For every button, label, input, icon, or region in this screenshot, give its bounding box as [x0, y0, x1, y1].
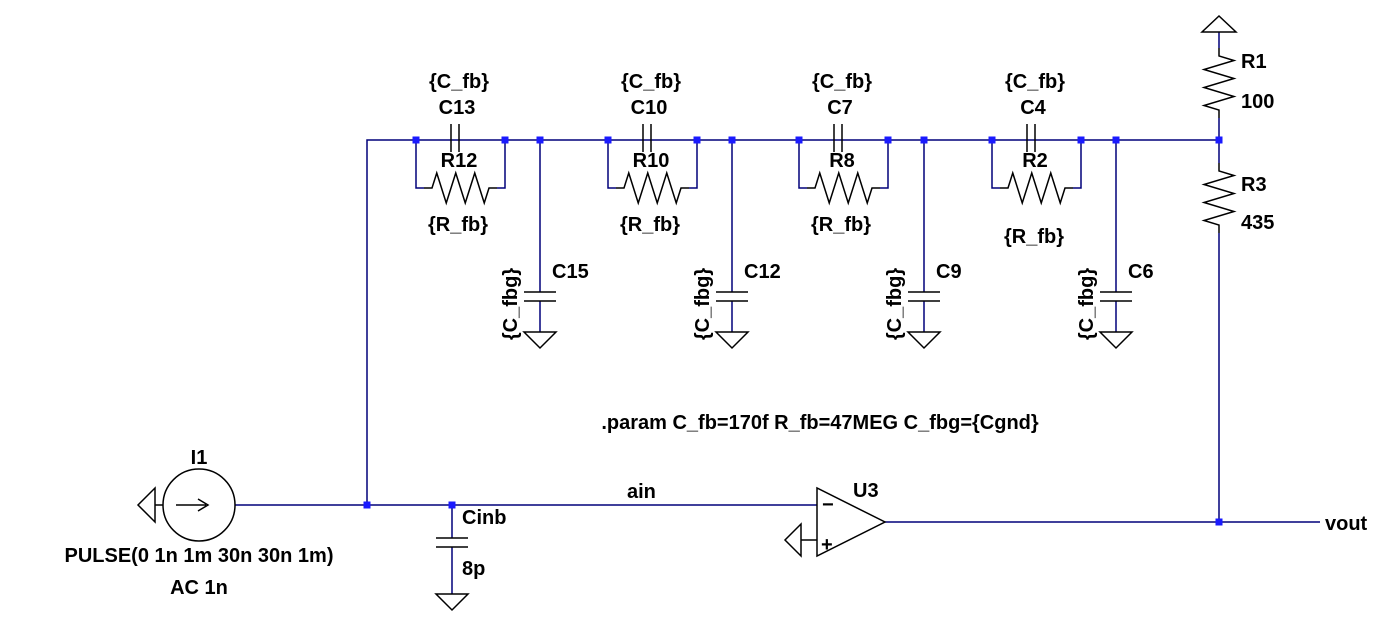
feedback-resistor-name: R2 — [1022, 150, 1048, 172]
current-source-value: PULSE(0 1n 1m 30n 30n 1m) — [65, 545, 334, 567]
junction-dot — [501, 136, 509, 144]
junction-dot — [884, 136, 892, 144]
feedback-resistor-r12 — [424, 170, 497, 206]
ground-symbol — [522, 331, 558, 350]
input-capacitor-name: Cinb — [462, 507, 506, 529]
current-source-ac-value: AC 1n — [170, 577, 228, 599]
ground-capacitor-c12 — [716, 291, 748, 302]
ground-capacitor-name: C12 — [744, 261, 781, 283]
resistor-loop-wire — [689, 140, 698, 189]
divider-resistor-r1 — [1201, 48, 1237, 118]
feedback-capacitor-c7 — [833, 124, 843, 152]
ground-capacitor-value: {C_fbg} — [692, 268, 714, 340]
feedback-capacitor-value: {C_fb} — [1005, 71, 1065, 93]
junction-dot — [1112, 136, 1120, 144]
junction-dot — [920, 136, 928, 144]
opamp-plus-sign: + — [821, 534, 833, 556]
net-label-ain: ain — [627, 481, 656, 503]
wires — [235, 32, 1320, 594]
input-capacitor-value: 8p — [462, 558, 485, 580]
net-label-vout: vout — [1325, 513, 1368, 535]
ground-capacitor-value: {C_fbg} — [1076, 268, 1098, 340]
junction-dot — [1215, 136, 1223, 144]
feedback-resistor-name: R8 — [829, 150, 855, 172]
input-capacitor-cinb — [436, 537, 468, 548]
feedback-resistor-value: {R_fb} — [1004, 226, 1064, 248]
supply-arrow-symbol — [1200, 14, 1238, 33]
feedback-capacitor-c4 — [1026, 124, 1036, 152]
junction-dot — [728, 136, 736, 144]
current-source-arrow — [176, 498, 210, 512]
ground-symbol — [1098, 331, 1134, 350]
opamp-minus-sign: − — [822, 494, 834, 516]
feedback-resistor-r2 — [1000, 170, 1073, 206]
opamp-u3-symbol — [816, 486, 887, 558]
feedback-resistor-value: {R_fb} — [811, 214, 871, 236]
feedback-resistor-name: R12 — [441, 150, 478, 172]
feedback-capacitor-value: {C_fb} — [429, 71, 489, 93]
feedback-capacitor-name: C13 — [439, 97, 476, 119]
opamp-ground-symbol — [783, 522, 817, 558]
resistor-loop-wire — [880, 140, 889, 189]
feedback-bus-wire — [366, 139, 1219, 505]
divider-resistor-r3-name: R3 — [1241, 174, 1267, 196]
resistor-loop-wire — [497, 140, 506, 189]
ground-capacitor-name: C6 — [1128, 261, 1154, 283]
junction-dot — [693, 136, 701, 144]
junction-dot — [536, 136, 544, 144]
junction-dot — [412, 136, 420, 144]
source-ground-symbol — [136, 486, 163, 524]
feedback-capacitor-name: C4 — [1020, 97, 1046, 119]
feedback-capacitor-c13 — [450, 124, 460, 152]
feedback-capacitor-value: {C_fb} — [812, 71, 872, 93]
junction-dot — [604, 136, 612, 144]
components — [136, 14, 1238, 612]
feedback-capacitor-c10 — [642, 124, 652, 152]
feedback-resistor-value: {R_fb} — [428, 214, 488, 236]
junction-dot — [448, 501, 456, 509]
feedback-resistor-r10 — [616, 170, 689, 206]
divider-resistor-r1-name: R1 — [1241, 51, 1267, 73]
ground-symbol — [714, 331, 750, 350]
resistor-loop-wire — [607, 140, 616, 189]
feedback-resistor-value: {R_fb} — [620, 214, 680, 236]
ground-capacitor-value: {C_fbg} — [884, 268, 906, 340]
junctions — [363, 136, 1223, 526]
junction-dot — [363, 501, 371, 509]
ground-symbol — [434, 593, 470, 612]
junction-dot — [795, 136, 803, 144]
feedback-resistor-name: R10 — [633, 150, 670, 172]
feedback-capacitor-value: {C_fb} — [621, 71, 681, 93]
ground-capacitor-c6 — [1100, 291, 1132, 302]
ground-capacitor-name: C15 — [552, 261, 589, 283]
ground-symbol — [906, 331, 942, 350]
feedback-capacitor-name: C7 — [827, 97, 853, 119]
ground-capacitor-c9 — [908, 291, 940, 302]
divider-resistor-r3-value: 435 — [1241, 212, 1274, 234]
resistor-loop-wire — [415, 140, 424, 189]
resistor-loop-wire — [798, 140, 807, 189]
ground-capacitor-c15 — [524, 291, 556, 302]
junction-dot — [988, 136, 996, 144]
junction-dot — [1215, 518, 1223, 526]
opamp-name: U3 — [853, 480, 879, 502]
spice-directive: .param C_fb=170f R_fb=47MEG C_fbg={Cgnd} — [601, 412, 1039, 434]
ground-capacitor-name: C9 — [936, 261, 962, 283]
junction-dot — [1077, 136, 1085, 144]
resistor-loop-wire — [1073, 140, 1082, 189]
current-source-name: I1 — [191, 447, 208, 469]
feedback-resistor-r8 — [807, 170, 880, 206]
divider-resistor-r3 — [1201, 163, 1237, 233]
divider-resistor-r1-value: 100 — [1241, 91, 1274, 113]
ground-capacitor-value: {C_fbg} — [500, 268, 522, 340]
feedback-capacitor-name: C10 — [631, 97, 668, 119]
resistor-loop-wire — [991, 140, 1000, 189]
